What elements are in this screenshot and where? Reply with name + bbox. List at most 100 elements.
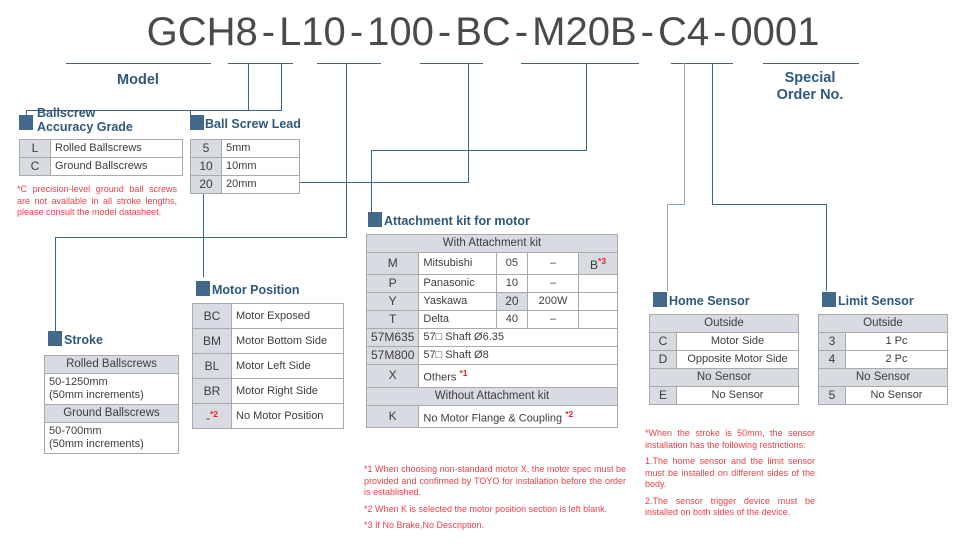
motorpos-val-0: Motor Exposed [231, 303, 344, 329]
limit-sensor-title: Limit Sensor [838, 294, 914, 308]
table-row: Outside [649, 314, 799, 333]
attach-watt-2: 200W [526, 292, 580, 311]
connector-motorpos-v1 [468, 63, 469, 183]
accuracy-grade-title-line2: Accuracy Grade [37, 120, 133, 134]
special-order-label: Special Order No. [750, 70, 870, 104]
stroke-group-value-1: 50-700mm (50mm increments) [44, 422, 179, 454]
attachment-without-header: Without Attachment kit [366, 386, 618, 406]
connector-limit-v2 [826, 204, 827, 291]
stroke-inc-1: (50mm increments) [49, 438, 144, 450]
connector-stroke-v1b [346, 183, 347, 238]
accuracy-key-1: C [19, 157, 51, 176]
accuracy-val-1: Ground Ballscrews [50, 157, 183, 176]
connector-lead-v1 [281, 63, 282, 111]
motorpos-key-2: BL [192, 353, 232, 379]
stroke-group-value-0: 50-1250mm (50mm increments) [44, 373, 179, 405]
connector-home-v2 [667, 204, 668, 291]
marker-motor-position [196, 281, 210, 296]
motorpos-key-4-footnote: *2 [209, 408, 219, 419]
attach-brake-2 [578, 292, 618, 311]
table-row: L Rolled Ballscrews [19, 139, 183, 158]
attach-without-val-text: No Motor Flange & Coupling [423, 412, 566, 425]
code-underline-attachment [671, 63, 733, 64]
code-underline-model [66, 63, 211, 64]
attach-wide-key-1: 57M800 [365, 346, 420, 365]
attach-wattcode-1: 10 [495, 274, 528, 293]
code-separator-3: - [514, 10, 529, 54]
accuracy-grade-title-line1: Ballscrew [37, 106, 96, 120]
code-separator-4: - [640, 10, 654, 54]
connector-limit-v1 [712, 63, 713, 205]
attach-brand-1: Panasonic [418, 274, 497, 293]
table-row: 5 5mm [190, 139, 300, 158]
lead-key-2: 20 [190, 175, 222, 194]
limit-val-1: 2 Pc [845, 350, 948, 369]
lead-val-1: 10mm [221, 157, 300, 176]
lead-key-1: 10 [190, 157, 222, 176]
sensor-note-3: 2.The sensor trigger device must be inst… [645, 495, 815, 518]
marker-attachment-kit [368, 212, 382, 227]
attach-watt-3: – [526, 310, 580, 329]
special-order-line2: Order No. [776, 87, 844, 103]
code-separator-1: - [349, 10, 364, 54]
connector-stroke-v2 [55, 237, 56, 332]
attach-brake-0-text: B [590, 258, 599, 272]
attach-wide-val-2: Others *1 [418, 364, 618, 388]
table-row: 20 20mm [190, 175, 300, 194]
table-row: Without Attachment kit [366, 386, 618, 406]
table-row: Rolled Ballscrews [44, 355, 179, 374]
table-row: 10 10mm [190, 157, 300, 176]
accuracy-val-0: Rolled Ballscrews [50, 139, 183, 158]
lead-val-0: 5mm [221, 139, 300, 158]
code-segment-5: C4 [657, 10, 710, 54]
attachment-kit-title: Attachment kit for motor [384, 214, 530, 228]
code-underline-stroke [420, 63, 483, 64]
lead-val-2: 20mm [221, 175, 300, 194]
table-row: With Attachment kit [366, 234, 618, 253]
connector-home-h1 [667, 204, 685, 205]
table-row: BC Motor Exposed [192, 303, 344, 329]
motorpos-key-1: BM [192, 328, 232, 354]
stroke-group-header-1: Ground Ballscrews [44, 404, 179, 423]
limit-val-0: 1 Pc [845, 332, 948, 351]
home-key-1: D [649, 350, 677, 369]
attach-key-0: M [365, 252, 420, 275]
stroke-range-0: 50-1250mm [49, 376, 108, 388]
code-segment-2: 100 [367, 10, 434, 54]
connector-attach-v1 [586, 63, 587, 151]
connector-motorpos-v2 [203, 182, 204, 277]
attach-wide-key-0: 57M635 [365, 328, 420, 347]
connector-limit-h [712, 204, 827, 205]
table-row: C Motor Side [649, 332, 799, 351]
motorpos-val-3: Motor Right Side [231, 378, 344, 404]
code-segment-1: L10 [279, 10, 346, 54]
attach-brand-2: Yaskawa [418, 292, 497, 311]
home-group2-header: No Sensor [649, 368, 799, 387]
attach-key-2: Y [365, 292, 420, 311]
table-row: 3 1 Pc [818, 332, 948, 351]
attach-without-val-footnote: *2 [565, 408, 574, 419]
code-separator-5: - [713, 10, 727, 54]
connector-stroke-h [55, 237, 347, 238]
home-group1-header: Outside [649, 314, 799, 333]
limit-group2-header: No Sensor [818, 368, 948, 387]
attach-watt-0: – [526, 252, 580, 275]
attach-without-val: No Motor Flange & Coupling *2 [418, 404, 618, 429]
attach-key-1: P [365, 274, 420, 293]
marker-ball-screw-lead [190, 115, 204, 130]
limit-sensor-table: Outside 3 1 Pc 4 2 Pc No Sensor 5 No Sen… [818, 314, 948, 405]
connector-home-v1 [684, 63, 685, 205]
attach-wide-val-2-text: Others [423, 371, 460, 384]
attach-wattcode-0: 05 [495, 252, 528, 275]
table-row: M Mitsubishi 05 – B*3 [365, 252, 618, 275]
code-underline-grade [228, 63, 293, 64]
connector-attach-v2 [371, 150, 372, 212]
motorpos-key-4-text: - [205, 410, 210, 425]
code-underline-special [763, 63, 859, 64]
marker-stroke [48, 331, 62, 346]
special-order-line1: Special [784, 70, 836, 86]
code-separator-0: - [261, 10, 276, 54]
table-row: Y Yaskawa 20 200W [365, 292, 618, 311]
code-underline-motorpos [521, 63, 639, 64]
marker-accuracy-grade [19, 115, 33, 130]
